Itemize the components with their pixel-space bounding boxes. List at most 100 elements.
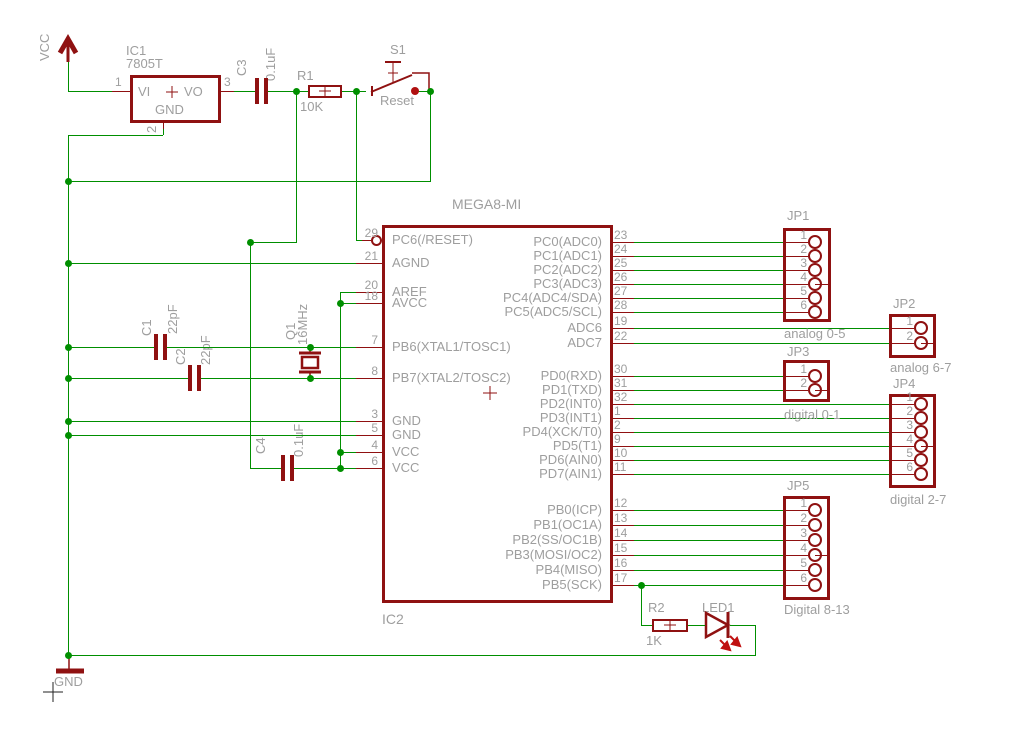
connector-pin-number: 3 xyxy=(906,418,913,432)
mcu-pin-name: ADC6 xyxy=(567,320,602,335)
connector-body xyxy=(783,228,831,322)
pin-stub xyxy=(783,256,808,257)
connector-pin-number: 5 xyxy=(800,284,807,298)
regulator-gnd-pin-number: 2 xyxy=(144,125,159,133)
mcu-pin-name: PD1(TXD) xyxy=(542,382,602,397)
pin-tick xyxy=(921,446,936,447)
mcu-pin-name: PD6(AIN0) xyxy=(539,452,602,467)
connector-pin-number: 1 xyxy=(906,390,913,404)
pin-stub xyxy=(783,525,808,526)
junction-dot xyxy=(427,88,434,95)
pin-tick xyxy=(921,343,936,344)
junction-dot xyxy=(65,178,72,185)
mcu-pin-name: GND xyxy=(392,413,421,428)
mcu-pin-number: 2 xyxy=(614,418,621,432)
connector-body xyxy=(783,360,830,402)
wire-segment xyxy=(641,625,652,626)
mcu-pin-name: PC6(/RESET) xyxy=(392,232,473,247)
wire-segment xyxy=(68,421,356,422)
junction-dot xyxy=(337,300,344,307)
vcc-arrow-icon xyxy=(57,33,79,62)
connector-pin-number: 2 xyxy=(800,242,807,256)
mcu-body xyxy=(382,225,613,603)
connector-pin-circle xyxy=(808,249,822,263)
pin-stub xyxy=(889,404,914,405)
pin-stub xyxy=(356,292,382,293)
pin-stub xyxy=(612,446,634,447)
pin-stub xyxy=(356,421,382,422)
pin-stub xyxy=(612,404,634,405)
pin-stub xyxy=(612,376,634,377)
pin-stub xyxy=(356,378,382,379)
mcu-pin-number: 7 xyxy=(371,333,378,347)
connector-pin-number: 4 xyxy=(906,432,913,446)
wire-segment xyxy=(634,242,783,243)
wire-segment xyxy=(634,510,783,511)
pin-stub xyxy=(356,263,382,264)
mcu-pin-number: 30 xyxy=(614,362,628,376)
connector-pin-circle xyxy=(914,411,928,425)
wire-segment xyxy=(430,91,431,182)
pin-tick xyxy=(815,390,830,391)
vcc-label: VCC xyxy=(37,33,52,61)
pin-tick xyxy=(815,555,830,556)
c2-ref: C2 xyxy=(173,348,188,365)
pin-stub xyxy=(612,312,634,313)
r1-ref: R1 xyxy=(297,68,314,83)
wire-segment xyxy=(634,446,889,447)
wire-segment xyxy=(250,242,296,243)
wire-segment xyxy=(634,525,783,526)
mcu-pin-number: 28 xyxy=(614,298,628,312)
resistor-r1-body xyxy=(308,85,342,98)
mcu-pin-name: VCC xyxy=(392,444,420,459)
connector-pin-number: 2 xyxy=(800,511,807,525)
resistor-r2-body xyxy=(652,619,688,632)
wire-segment xyxy=(356,91,357,241)
mcu-pin-number: 26 xyxy=(614,270,628,284)
pin-stub xyxy=(889,432,914,433)
pin-stub xyxy=(783,312,808,313)
connector-pin-circle xyxy=(808,263,822,277)
c1-ref: C1 xyxy=(139,319,154,336)
wire-segment xyxy=(634,418,889,419)
connector-pin-number: 6 xyxy=(906,460,913,474)
connector-ref: JP4 xyxy=(893,376,916,391)
junction-dot xyxy=(65,375,72,382)
pin-stub xyxy=(612,510,634,511)
mcu-pin-number: 23 xyxy=(614,228,628,242)
wire-segment xyxy=(296,91,297,243)
pin-stub xyxy=(612,474,634,475)
mcu-pin-number: 27 xyxy=(614,284,628,298)
junction-dot xyxy=(65,418,72,425)
wire-segment xyxy=(68,263,356,264)
pin-stub xyxy=(783,390,808,391)
wire-segment xyxy=(68,62,69,91)
mcu-pin-name: PD5(T1) xyxy=(552,438,602,453)
pin-stub xyxy=(612,432,634,433)
mcu-pin-number: 11 xyxy=(614,460,627,474)
junction-dot xyxy=(307,375,314,382)
connector-pin-number: 4 xyxy=(800,270,807,284)
wire-segment xyxy=(634,474,889,475)
pin-stub xyxy=(612,525,634,526)
connector-pin-circle xyxy=(808,533,822,547)
connector-ref: JP1 xyxy=(787,208,810,223)
c3-value: 0.1uF xyxy=(263,47,278,81)
connector-pin-number: 5 xyxy=(906,446,913,460)
mcu-pin-number: 14 xyxy=(614,526,628,540)
connector-pin-number: 3 xyxy=(800,526,807,540)
wire-segment xyxy=(340,452,356,453)
connector-label: digital 0-1 xyxy=(784,407,841,422)
wire-segment xyxy=(634,298,783,299)
r1-value: 10K xyxy=(300,99,324,114)
junction-dot xyxy=(293,88,300,95)
junction-dot xyxy=(307,344,314,351)
connector-label: analog 0-5 xyxy=(784,326,846,341)
connector-pin-circle xyxy=(914,321,928,335)
pin-stub xyxy=(612,284,634,285)
mcu-pin-name: AGND xyxy=(392,255,430,270)
mcu-pin-number: 9 xyxy=(614,432,621,446)
wire-segment xyxy=(730,625,756,626)
mcu-pin-name: PB2(SS/OC1B) xyxy=(512,532,602,547)
